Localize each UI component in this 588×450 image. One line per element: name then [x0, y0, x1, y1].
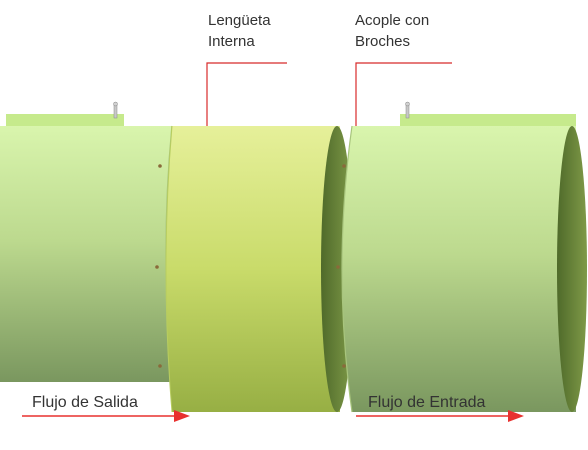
inlet-pipe-clip: [405, 101, 410, 119]
outlet-pipe-clip: [113, 101, 118, 119]
inner-tab-label-line2: Interna: [208, 33, 255, 50]
coupling-label-line1: Acople con: [355, 12, 430, 29]
inlet-pipe: [341, 101, 587, 413]
coupling-label: Acople con Broches: [355, 10, 429, 52]
rivets: [155, 164, 346, 368]
inner-tab-sleeve: [165, 125, 353, 413]
inner-tab-label-line1: Lengüeta: [208, 12, 271, 29]
inlet-pipe-body: [342, 126, 576, 412]
inlet-flow-arrow: [356, 410, 524, 422]
outlet-flow-arrow: [22, 410, 190, 422]
inner-tab-callout-line: [206, 62, 287, 126]
inlet-pipe-flange: [400, 114, 576, 126]
inlet-pipe-opening: [557, 126, 587, 412]
outlet-flow-label: Flujo de Salida: [32, 394, 138, 411]
outlet-pipe: [0, 101, 173, 383]
inlet-flow-label: Flujo de Entrada: [368, 394, 486, 411]
inner-tab-label: Lengüeta Interna: [208, 10, 271, 52]
coupling-label-line2: Broches: [355, 33, 411, 50]
coupling-callout-line: [355, 62, 452, 126]
outlet-pipe-flange: [6, 114, 124, 126]
outlet-pipe-body: [0, 126, 172, 382]
